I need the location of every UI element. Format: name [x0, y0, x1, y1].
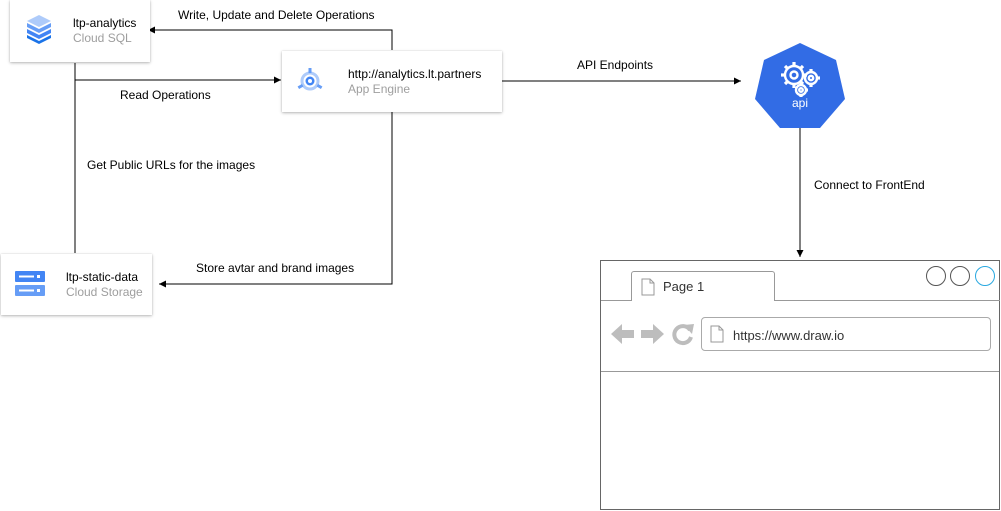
address-bar[interactable]: https://www.draw.io: [701, 317, 991, 351]
back-arrow-icon[interactable]: [611, 323, 635, 345]
tab-bar-divider: [775, 300, 1000, 301]
app-engine-node[interactable]: http://analytics.lt.partners App Engine: [282, 51, 502, 112]
cloud-storage-node[interactable]: ltp-static-data Cloud Storage: [1, 254, 152, 315]
window-minimize-button[interactable]: [926, 266, 946, 286]
edge-write-operations: [148, 26, 393, 50]
label-read-operations: Read Operations: [120, 88, 211, 102]
edge-store-images: [159, 112, 393, 288]
edge-read-operations: [74, 63, 281, 84]
toolbar-divider: [601, 371, 999, 372]
cloud-sql-icon: [26, 14, 52, 49]
label-write-operations: Write, Update and Delete Operations: [178, 8, 375, 22]
browser-tab[interactable]: Page 1: [631, 271, 775, 301]
refresh-icon[interactable]: [671, 322, 695, 346]
cloud-sql-title: ltp-analytics: [73, 16, 137, 30]
cloud-storage-icon: [15, 271, 45, 302]
api-node[interactable]: api: [754, 42, 846, 128]
forward-arrow-icon[interactable]: [640, 323, 664, 345]
page-icon: [710, 325, 724, 343]
page-content-area: [601, 372, 999, 509]
window-close-button[interactable]: [975, 266, 995, 286]
browser-window: Page 1 https://www.draw.io: [600, 260, 1000, 510]
page-icon: [641, 278, 655, 296]
cloud-storage-subtitle: Cloud Storage: [66, 285, 143, 299]
app-engine-subtitle: App Engine: [348, 82, 411, 96]
browser-tab-bar: Page 1: [601, 261, 1000, 301]
window-maximize-button[interactable]: [950, 266, 970, 286]
tab-bar-divider: [601, 300, 631, 301]
address-bar-url: https://www.draw.io: [733, 328, 845, 343]
app-engine-icon: [296, 67, 324, 100]
cloud-sql-subtitle: Cloud SQL: [73, 31, 132, 45]
cloud-storage-title: ltp-static-data: [66, 270, 139, 284]
label-store-images: Store avtar and brand images: [196, 261, 355, 275]
kubernetes-api-icon: [755, 43, 845, 128]
browser-tab-label: Page 1: [663, 279, 705, 294]
cloud-sql-node[interactable]: ltp-analytics Cloud SQL: [10, 0, 150, 62]
app-engine-title: http://analytics.lt.partners: [348, 67, 482, 81]
api-label: api: [791, 96, 808, 110]
label-connect-frontend: Connect to FrontEnd: [814, 178, 925, 192]
label-public-urls: Get Public URLs for the images: [87, 158, 256, 172]
label-api-endpoints: API Endpoints: [577, 58, 654, 72]
